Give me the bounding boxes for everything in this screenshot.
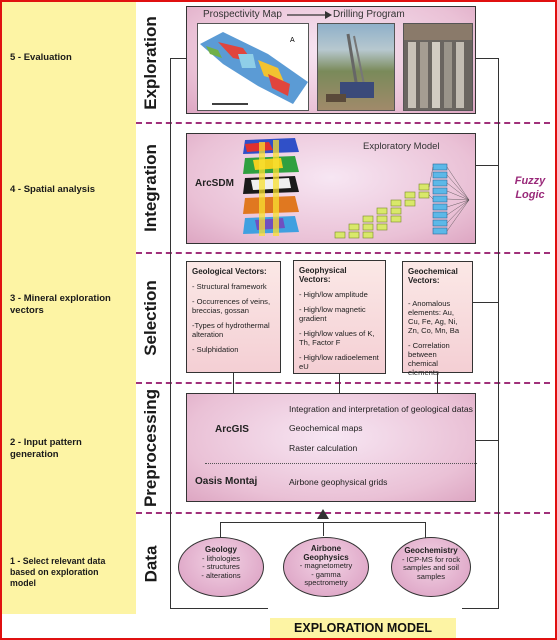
fuzzy-logic-label: Fuzzy Logic <box>514 175 546 201</box>
list-item: - High/low amplitude <box>299 290 368 299</box>
prospectivity-map-label: Prospectivity Map <box>203 9 282 20</box>
drill-rig-photo <box>317 23 395 111</box>
evaluation-box: Prospectivity Map Drilling Program A <box>186 6 476 114</box>
phase-selection: Selection <box>141 280 160 356</box>
list-item: - High/low radioelement eU <box>299 353 379 371</box>
stage-select-data: 1 - Select relevant data based on explor… <box>10 556 106 588</box>
geological-vectors-box: Geological Vectors: - Structural framewo… <box>186 261 281 373</box>
flow-line <box>475 58 499 59</box>
list-item: - Structural framework <box>192 282 267 291</box>
preprocessing-item: Geochemical maps <box>289 423 363 433</box>
preprocessing-box: ArcGIS Integration and interpretation of… <box>186 393 477 502</box>
separator <box>136 512 550 514</box>
connector-line <box>220 522 221 540</box>
list-item: - alterations <box>201 570 241 580</box>
stage-column <box>2 2 136 614</box>
connector-line <box>233 373 234 393</box>
preprocessing-item: Raster calculation <box>289 443 358 453</box>
list-item: -Types of hydrothermal alteration <box>192 321 270 339</box>
exploration-model-label: EXPLORATION MODEL <box>270 618 456 638</box>
connector-line <box>425 522 426 540</box>
flow-line <box>170 58 171 608</box>
geology-title: Geology <box>204 545 237 554</box>
phase-data: Data <box>141 545 161 583</box>
prospectivity-map-image: A <box>197 23 309 111</box>
geochemical-vectors-box: Geochemical Vectors: - Anomalous element… <box>402 261 473 377</box>
arrow-up-icon <box>317 509 329 519</box>
flow-line <box>476 440 499 441</box>
connector-line <box>339 374 340 393</box>
flow-line <box>170 608 268 609</box>
layer-stack-icon <box>243 138 299 236</box>
list-item: - Occurrences of veins, breccias, gossan <box>192 297 271 315</box>
list-item: - Correlation between chemical elements <box>408 341 450 377</box>
list-item: - Sulphidation <box>192 345 239 354</box>
arrow-right-icon <box>287 11 332 19</box>
flow-line <box>170 58 186 59</box>
geology-ellipse: Geology - lithologies - structures - alt… <box>178 537 264 597</box>
connector-line <box>323 522 324 536</box>
geochemistry-title: Geochemistry <box>404 546 458 555</box>
list-item: - gamma spectrometry <box>304 569 348 587</box>
geochemistry-ellipse: Geochemistry - ICP-MS for rock samples a… <box>391 537 471 597</box>
phase-exploration: Exploration <box>141 16 161 110</box>
arcgis-label: ArcGIS <box>215 424 249 435</box>
phase-integration: Integration <box>141 144 160 232</box>
stage-mineral-vectors: 3 - Mineral exploration vectors <box>10 293 111 316</box>
flow-line <box>473 302 499 303</box>
stage-evaluation: 5 - Evaluation <box>10 52 72 63</box>
geophysical-vectors-title: Geophysical Vectors: <box>299 266 347 284</box>
preprocessing-item: Airbone geophysical grids <box>289 477 388 487</box>
integration-box: ArcSDM Exploratory Model <box>186 133 476 244</box>
stage-input-pattern: 2 - Input pattern generation <box>10 437 82 460</box>
geochemical-vectors-title: Geochemical Vectors: <box>408 267 458 285</box>
drill-core-photo <box>403 23 473 111</box>
drilling-program-label: Drilling Program <box>333 9 405 20</box>
list-item: - lithologies <box>202 553 240 563</box>
geophysical-vectors-box: Geophysical Vectors: - High/low amplitud… <box>293 260 386 374</box>
drill-rig-icon <box>326 33 374 102</box>
list-item: - High/low values of K, Th, Factor F <box>299 329 375 347</box>
connector-line <box>437 373 438 393</box>
phase-preprocessing: Preprocessing <box>141 388 161 508</box>
oasis-montaj-label: Oasis Montaj <box>195 476 258 487</box>
separator <box>136 382 550 384</box>
list-item: - Anomalous elements: Au, Cu, Fe, Ag, Ni… <box>408 299 460 335</box>
stage-spatial-analysis: 4 - Spatial analysis <box>10 184 96 195</box>
flow-line <box>462 608 499 609</box>
flow-line <box>476 165 499 166</box>
geological-vectors-title: Geological Vectors: <box>192 267 267 276</box>
list-item: - ICP-MS for rock samples and soil sampl… <box>402 554 460 581</box>
list-item: - magnetometry <box>299 561 353 570</box>
arcsdm-label: ArcSDM <box>195 178 234 189</box>
airborne-geophysics-ellipse: Airbone Geophysics - magnetometry - gamm… <box>283 537 369 597</box>
drill-core-icon <box>404 24 472 108</box>
divider <box>205 463 477 464</box>
separator <box>136 252 550 254</box>
list-item: - structures <box>202 562 240 571</box>
separator <box>136 122 550 124</box>
svg-text:A: A <box>290 37 295 44</box>
preprocessing-item: Integration and interpretation of geolog… <box>289 404 473 414</box>
airborne-geophysics-title: Airbone Geophysics <box>303 544 349 562</box>
fuzzy-network-icon <box>334 163 470 239</box>
list-item: - High/low magnetic gradient <box>299 305 366 323</box>
flow-line <box>498 58 499 608</box>
exploratory-model-label: Exploratory Model <box>363 141 440 152</box>
prospectivity-map-icon: A <box>200 32 308 105</box>
